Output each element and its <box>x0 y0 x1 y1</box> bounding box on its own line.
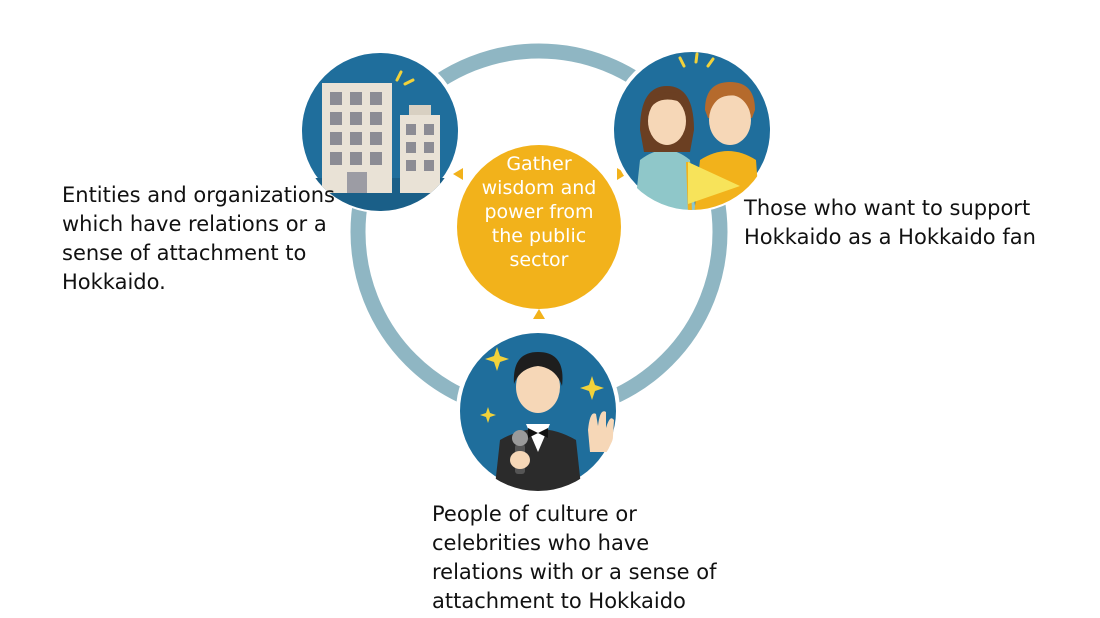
center-circle <box>457 145 621 309</box>
cheering-fans-icon <box>610 48 774 212</box>
center-goal-text: Gather wisdom and power from the public … <box>481 153 597 271</box>
arrow-from-right-icon <box>617 168 627 180</box>
office-buildings-icon <box>298 49 462 213</box>
celebrities-label: People of culture or celebrities who hav… <box>432 502 717 613</box>
fans-label: Those who want to support Hokkaido as a … <box>744 196 1036 249</box>
organizations-label: Entities and organizations which have re… <box>62 183 335 294</box>
celebrity-with-microphone-icon <box>456 329 620 493</box>
arrow-from-bottom-icon <box>533 309 545 319</box>
arrow-from-left-icon <box>453 168 463 180</box>
